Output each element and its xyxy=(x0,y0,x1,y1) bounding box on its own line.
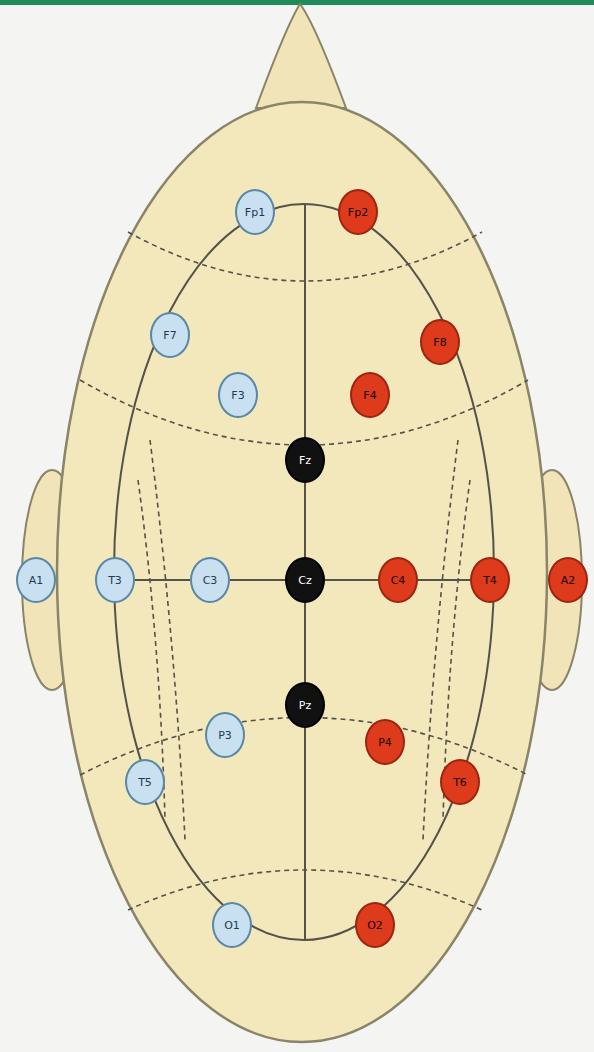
electrode-line xyxy=(135,579,190,581)
electrode: O2 xyxy=(355,902,395,948)
dashed-guides xyxy=(80,232,528,910)
electrode-label: F8 xyxy=(433,337,446,348)
electrode: F7 xyxy=(150,312,190,358)
electrode-label: Cz xyxy=(298,575,311,586)
electrode-label: C4 xyxy=(391,575,406,586)
electrode: C4 xyxy=(378,557,418,603)
electrode: T4 xyxy=(470,557,510,603)
electrode-label: F4 xyxy=(363,390,376,401)
electrode-line xyxy=(230,579,285,581)
electrode: F4 xyxy=(350,372,390,418)
electrode: C3 xyxy=(190,557,230,603)
electrode: A2 xyxy=(548,557,588,603)
midline xyxy=(304,204,306,440)
head-outline xyxy=(57,102,547,1042)
electrode: O1 xyxy=(212,902,252,948)
electrode-label: Fp2 xyxy=(348,207,368,218)
electrode: A1 xyxy=(16,557,56,603)
electrode-label: C3 xyxy=(203,575,218,586)
electrode-label: Fz xyxy=(299,455,311,466)
electrode: T6 xyxy=(440,759,480,805)
nose xyxy=(256,4,346,108)
electrode-label: P4 xyxy=(378,737,392,748)
electrode-label: Pz xyxy=(299,700,311,711)
electrode: Fp2 xyxy=(338,189,378,235)
electrode: Fp1 xyxy=(235,189,275,235)
electrode-label: F7 xyxy=(163,330,176,341)
electrode-label: O2 xyxy=(367,920,383,931)
electrode-label: P3 xyxy=(218,730,232,741)
electrode-label: O1 xyxy=(224,920,240,931)
electrode-label: T3 xyxy=(108,575,122,586)
electrode-label: T5 xyxy=(138,777,152,788)
electrode-label: F3 xyxy=(231,390,244,401)
midline xyxy=(304,727,306,940)
electrode: T3 xyxy=(95,557,135,603)
electrode-label: A2 xyxy=(561,575,576,586)
electrode: P4 xyxy=(365,719,405,765)
electrode-label: T6 xyxy=(453,777,467,788)
electrode-label: T4 xyxy=(483,575,497,586)
top-bar xyxy=(0,0,594,5)
electrode: Cz xyxy=(285,557,325,603)
electrode-line xyxy=(304,603,306,682)
electrode: F8 xyxy=(420,319,460,365)
electrode-label: Fp1 xyxy=(245,207,265,218)
electrode-line xyxy=(418,579,470,581)
electrode-line xyxy=(325,579,378,581)
electrode: F3 xyxy=(218,372,258,418)
electrode-label: A1 xyxy=(29,575,44,586)
electrode-line xyxy=(304,483,306,557)
electrode: Fz xyxy=(285,437,325,483)
electrode: Pz xyxy=(285,682,325,728)
electrode-ring xyxy=(114,204,494,940)
electrode: P3 xyxy=(205,712,245,758)
electrode: T5 xyxy=(125,759,165,805)
